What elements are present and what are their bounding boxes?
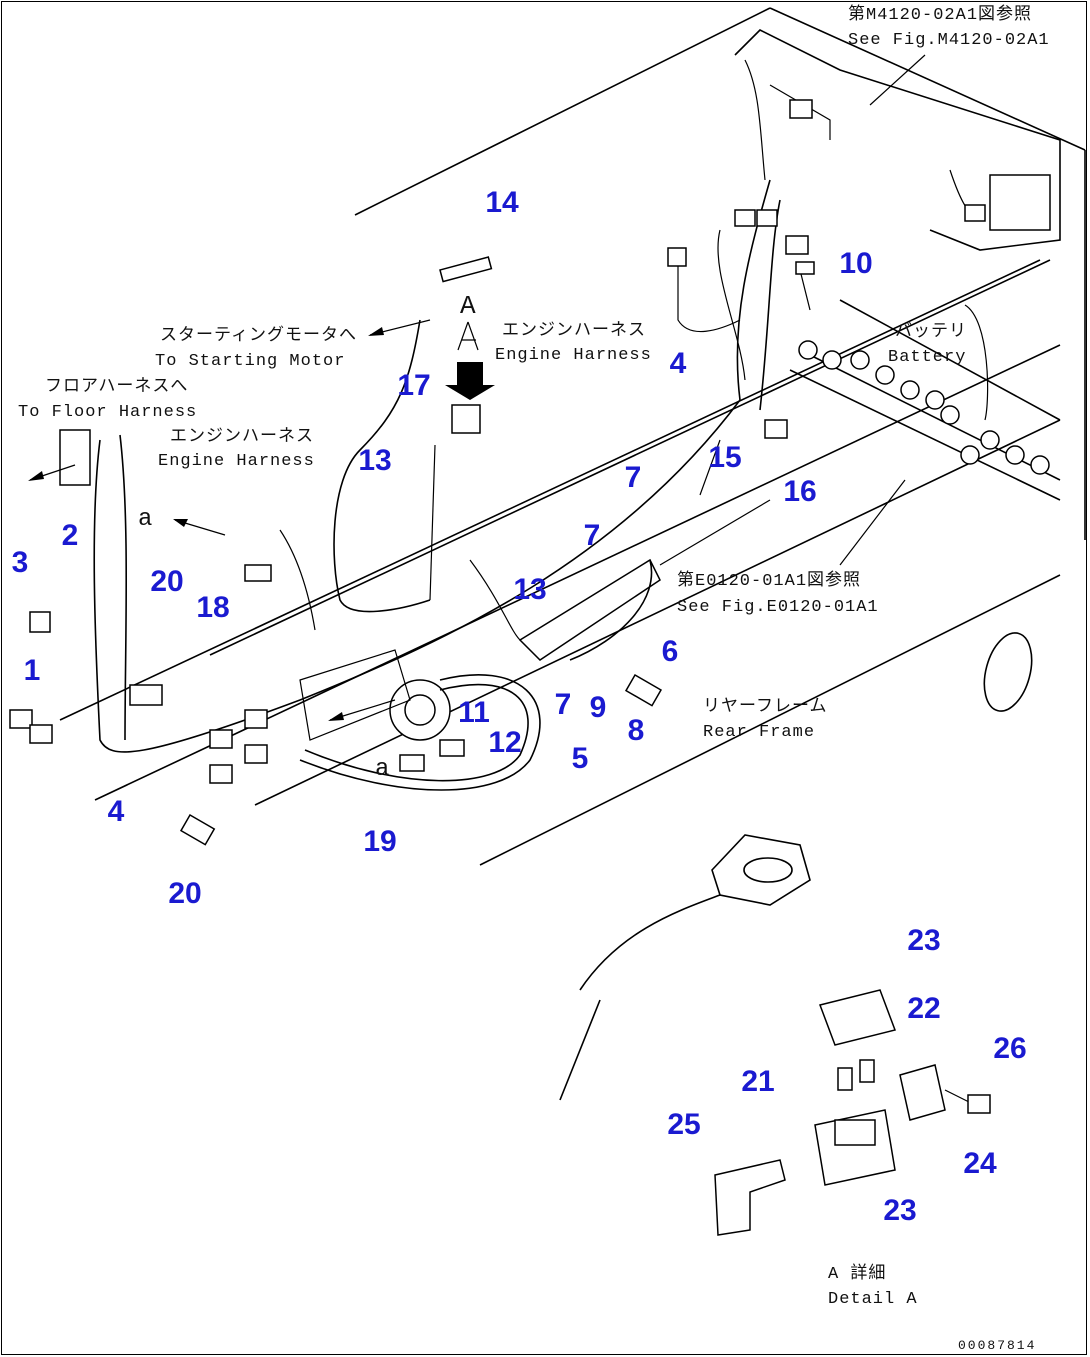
detail-en: Detail A [828,1290,918,1309]
callout-26: 26 [993,1032,1027,1065]
starting-motor-jp: スターティングモータへ [160,327,357,346]
callout-24: 24 [963,1147,997,1180]
callout-13-a: 13 [358,444,392,477]
callout-5: 5 [571,742,589,775]
rear-frame-jp: リヤーフレーム [703,698,828,717]
callout-13-b: 13 [513,573,547,606]
engine-harness-en-2: Engine Harness [158,452,315,471]
see-e0120-en: See Fig.E0120-01A1 [677,598,879,617]
see-m4120-jp: 第M4120-02A1図参照 [848,6,1033,25]
callout-20-a: 20 [150,565,184,598]
callout-9: 9 [589,691,607,724]
callout-8: 8 [627,714,645,747]
callout-20-b: 20 [168,877,202,910]
callout-12: 12 [488,726,522,759]
see-m4120-en: See Fig.M4120-02A1 [848,31,1050,50]
callout-10: 10 [839,247,873,280]
ref-a-2: a [375,756,391,783]
frame-edge-top [354,7,771,216]
drawing-number: 00087814 [958,1338,1037,1353]
callout-7-b: 7 [583,519,601,552]
callout-4-left: 4 [107,795,125,828]
battery-jp: バッテリ [895,323,967,342]
battery-en: Battery [888,348,967,367]
battery-cells [798,340,1050,475]
callout-17: 17 [397,369,431,402]
engine-harness-jp-2: エンジンハーネス [170,428,314,447]
callout-15: 15 [708,441,742,474]
callout-14: 14 [485,186,519,219]
callout-1: 1 [23,654,41,687]
frame-edge-long [59,259,1041,721]
starting-motor-en: To Starting Motor [155,352,346,371]
callout-18: 18 [196,591,230,624]
callout-11: 11 [458,696,490,729]
floor-harness-en: To Floor Harness [18,403,198,422]
callout-4-upper: 4 [669,347,687,380]
engine-harness-jp-1: エンジンハーネス [502,322,646,341]
view-a-marker: A [460,291,477,321]
callout-22: 22 [907,992,941,1025]
callout-3: 3 [11,546,29,579]
callout-19: 19 [363,825,397,858]
callout-6: 6 [661,635,679,668]
rear-frame-en: Rear Frame [703,723,816,742]
engine-harness-en-1: Engine Harness [495,346,652,365]
ref-a-1: a [138,506,154,533]
callout-23-a: 23 [907,924,941,957]
callout-7-c: 7 [554,688,572,721]
callout-7-a: 7 [624,461,642,494]
callout-23-b: 23 [883,1194,917,1227]
callout-25: 25 [667,1108,701,1141]
detail-jp: A 詳細 [828,1265,887,1284]
callout-21: 21 [741,1065,775,1098]
callout-16: 16 [783,475,817,508]
callout-2: 2 [61,519,79,552]
floor-harness-jp: フロアハーネスへ [45,378,189,397]
see-e0120-jp: 第E0120-01A1図参照 [677,572,862,591]
